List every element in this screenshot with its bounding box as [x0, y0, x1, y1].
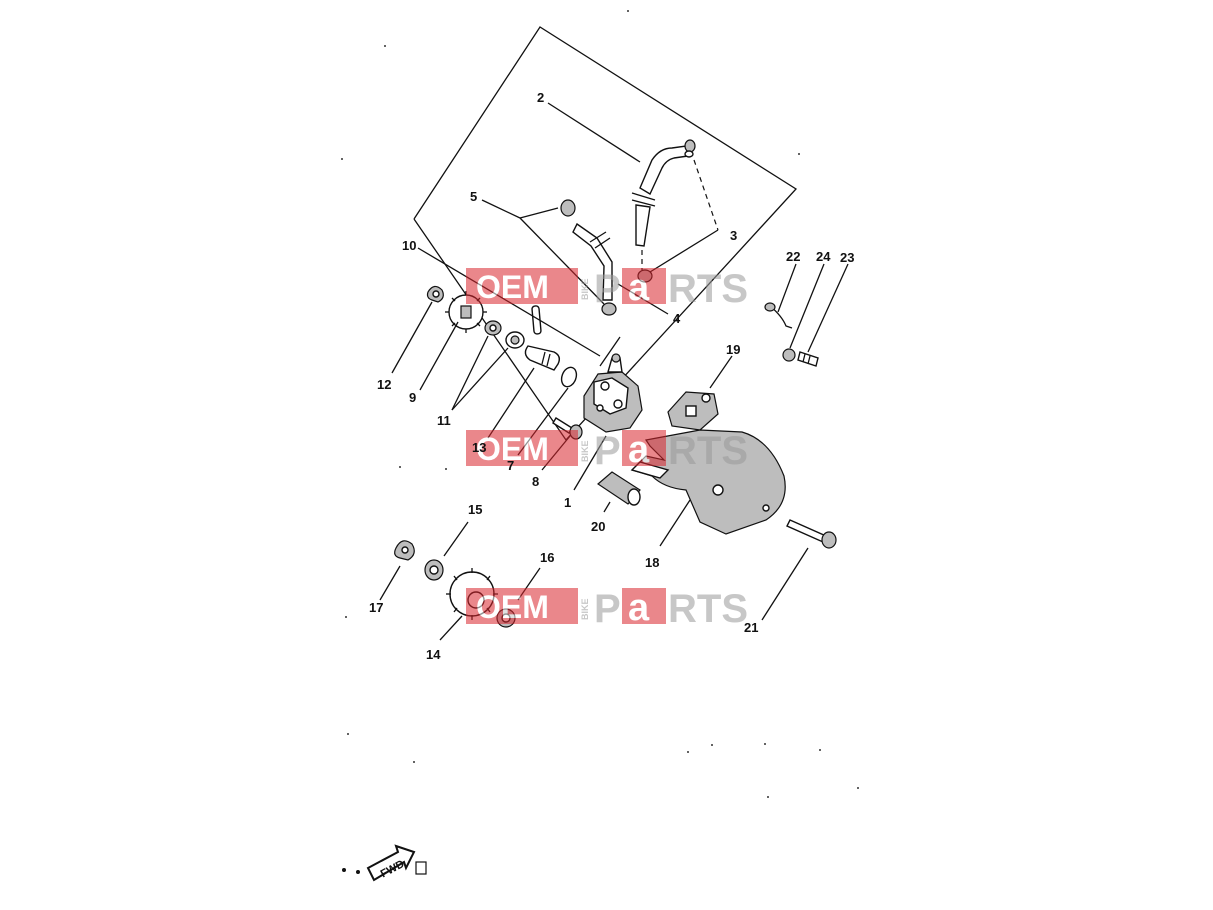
- watermark-bike: BIKE: [580, 278, 590, 300]
- callout-24: 24: [816, 249, 831, 264]
- callout-12: 12: [377, 377, 391, 392]
- callout-9: 9: [409, 390, 416, 405]
- watermark-p: P: [594, 267, 621, 311]
- callout-19: 19: [726, 342, 740, 357]
- fwd-arrow: FWD: [342, 844, 427, 882]
- cable-bracket-19: [667, 391, 719, 431]
- washer-15: [424, 559, 444, 581]
- watermark-rts: RTS: [668, 587, 748, 631]
- callout-22: 22: [786, 249, 800, 264]
- oil-hose-bent: [631, 145, 689, 247]
- callout-8: 8: [532, 474, 539, 489]
- callout-2: 2: [537, 90, 544, 105]
- callout-14: 14: [426, 647, 441, 662]
- callout-4: 4: [673, 311, 681, 326]
- pump-shaft-13: [524, 345, 561, 371]
- watermark-p: P: [594, 429, 621, 473]
- washer-11b: [505, 331, 525, 349]
- callout-18: 18: [645, 555, 659, 570]
- callout-10: 10: [402, 238, 416, 253]
- callout-7: 7: [507, 458, 514, 473]
- oil-hose-straight: [572, 222, 613, 301]
- watermark-rts: RTS: [668, 267, 748, 311]
- watermark-middle: OEM BIKE P a RTS: [466, 429, 748, 473]
- cable-end-22: [764, 302, 793, 329]
- pump-cover-18: [630, 429, 786, 535]
- watermark-bottom: OEM BIKE P a RTS: [466, 587, 748, 631]
- watermark-bike: BIKE: [580, 440, 590, 462]
- watermark-a: a: [628, 267, 650, 309]
- callout-3: 3: [730, 228, 737, 243]
- nut-24: [782, 348, 796, 362]
- rubber-seal-20: [597, 471, 641, 506]
- callout-labels: 2 5 3 4 10 12 9 11 13 7 8 1 20 18 19 22 …: [369, 90, 854, 662]
- bolt-21: [786, 519, 837, 549]
- watermark-bike: BIKE: [580, 598, 590, 620]
- callout-1: 1: [564, 495, 571, 510]
- adjuster-23: [797, 351, 819, 367]
- callout-20: 20: [591, 519, 605, 534]
- callout-21: 21: [744, 620, 758, 635]
- assembly-frame: [413, 26, 798, 442]
- hose-clip-5b: [601, 302, 617, 316]
- circlip-17: [394, 540, 415, 561]
- watermark-oem: OEM: [476, 589, 549, 625]
- watermark-oem: OEM: [476, 431, 549, 467]
- watermark-a: a: [628, 587, 650, 629]
- washer-11a: [484, 320, 502, 336]
- watermark-top: OEM BIKE P a RTS: [466, 267, 748, 311]
- watermark-a: a: [628, 429, 650, 471]
- o-ring-7: [560, 366, 578, 388]
- hose-clip-top: [684, 139, 696, 158]
- oil-pump-body: [583, 353, 643, 433]
- callout-23: 23: [840, 250, 854, 265]
- callout-5: 5: [470, 189, 477, 204]
- circlip-12: [426, 285, 444, 303]
- watermark-rts: RTS: [668, 429, 748, 473]
- scan-specks: [341, 10, 859, 798]
- hose-clip-5a: [560, 199, 576, 217]
- callout-11: 11: [437, 413, 451, 428]
- callout-13: 13: [472, 440, 486, 455]
- callout-16: 16: [540, 550, 554, 565]
- callout-15: 15: [468, 502, 482, 517]
- watermark-p: P: [594, 587, 621, 631]
- callout-17: 17: [369, 600, 383, 615]
- watermark-oem: OEM: [476, 269, 549, 305]
